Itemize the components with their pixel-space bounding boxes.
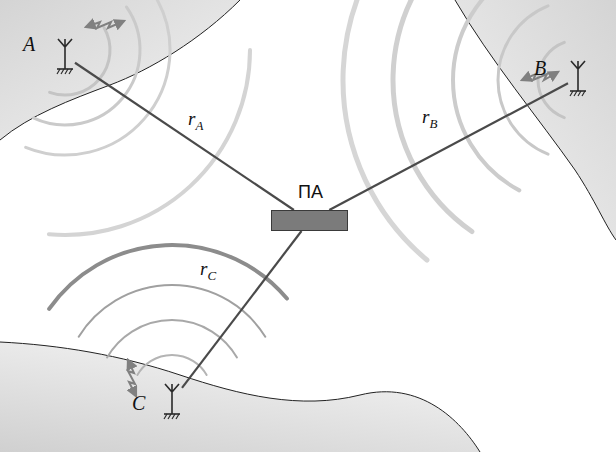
radio-waves — [26, 0, 565, 375]
antenna-station: A — [55, 38, 75, 74]
coastline — [455, 0, 616, 240]
wave-arc — [107, 320, 237, 358]
distance-label: rB — [420, 106, 439, 127]
distance-line — [75, 63, 294, 210]
wave-arc — [538, 42, 564, 117]
antenna-symbol — [162, 383, 182, 419]
wave-arc — [137, 355, 206, 375]
wave-arc — [453, 0, 519, 190]
coastline — [0, 342, 480, 452]
station-label: A — [23, 34, 35, 54]
distance-label: rA — [186, 108, 205, 129]
distance-label: rC — [198, 258, 218, 279]
land-region — [455, 0, 616, 240]
wave-arc — [49, 50, 250, 235]
station-label: C — [132, 393, 145, 413]
coastline — [0, 0, 240, 140]
wave-arc — [393, 0, 480, 232]
box-title: ПА — [298, 183, 323, 201]
radio-link-symbol — [86, 21, 124, 28]
antenna-symbol — [568, 60, 588, 96]
station-label: B — [534, 58, 546, 78]
wave-arc — [33, 7, 140, 125]
distance-line — [182, 231, 302, 388]
wave-arc — [49, 245, 287, 309]
antenna-station: C — [162, 383, 182, 419]
antenna-station: B — [568, 60, 588, 96]
radio-link-symbol — [128, 360, 136, 396]
wave-arc — [50, 28, 110, 96]
antenna-symbol — [55, 38, 75, 74]
land-region — [0, 0, 240, 140]
receiver-box: ПА — [271, 210, 348, 231]
land-region — [0, 342, 480, 452]
distance-line — [329, 83, 568, 210]
wave-arc — [79, 285, 266, 337]
wave-arc — [343, 0, 443, 260]
